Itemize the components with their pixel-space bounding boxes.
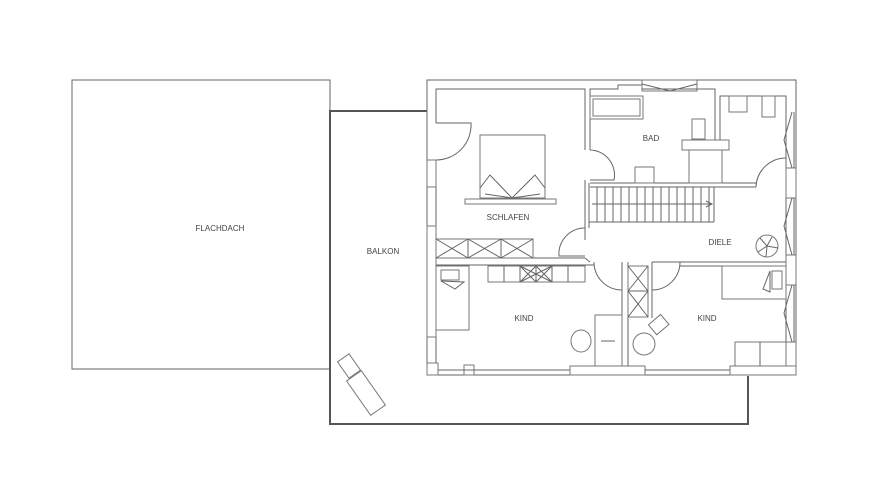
label-balkon: BALKON bbox=[367, 247, 400, 256]
label-kind-right: KIND bbox=[697, 314, 716, 323]
bathroom-fixtures bbox=[589, 95, 776, 184]
doors bbox=[435, 122, 787, 291]
label-schlafen: SCHLAFEN bbox=[487, 213, 530, 222]
sun-lounger bbox=[336, 353, 387, 417]
label-diele: DIELE bbox=[708, 238, 731, 247]
windows bbox=[641, 83, 795, 343]
staircase bbox=[592, 187, 714, 222]
label-flachdach: FLACHDACH bbox=[196, 224, 245, 233]
stair-direction-arrow-icon bbox=[592, 200, 714, 208]
label-bad: BAD bbox=[643, 134, 660, 143]
kids-room-left-furniture bbox=[435, 265, 623, 367]
plant bbox=[755, 234, 779, 258]
balcony bbox=[329, 110, 749, 425]
kids-room-right-furniture bbox=[627, 234, 787, 367]
label-kind-left: KIND bbox=[514, 314, 533, 323]
bedroom-furniture bbox=[435, 134, 557, 259]
room-labels: FLACHDACH BALKON SCHLAFEN BAD DIELE KIND… bbox=[196, 134, 732, 323]
